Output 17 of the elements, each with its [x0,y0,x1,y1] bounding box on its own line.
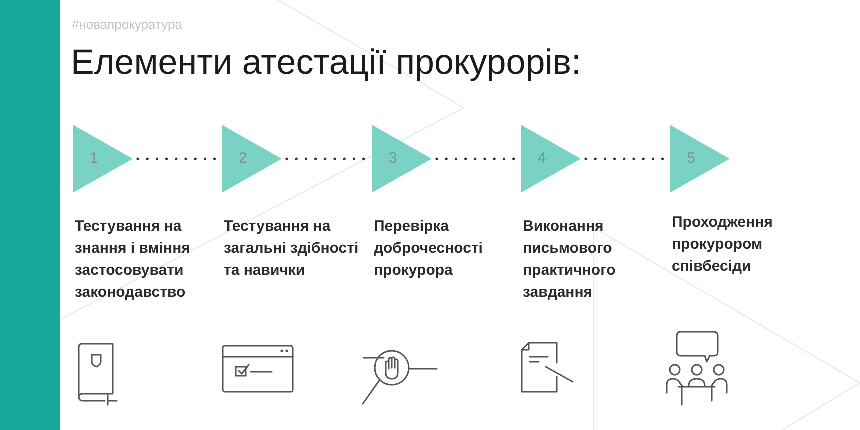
step-triangle [222,125,282,193]
step-description: Тестування на знання і вміння застосовувати законодавство [75,217,192,303]
hashtag-text: #новапрокуратура [72,17,182,33]
step-triangle [670,125,730,193]
step-description: Виконання письмового практичного завдання [523,217,617,303]
step-number: 3 [389,150,398,168]
step-description: Тестування на загальні здібності та навички [224,217,359,281]
step-description: Проходження прокурором співбесіди [672,213,774,277]
step-number: 4 [538,150,546,168]
step-number: 1 [90,150,98,168]
step-number: 2 [239,150,248,168]
step-triangle [73,125,133,193]
step-triangle [372,125,432,193]
step-description: Перевірка доброчесності прокурора [374,217,484,281]
step-triangle [521,125,581,193]
title: Елементи атестації прокурорів: [71,43,582,83]
step-number: 5 [687,150,696,168]
